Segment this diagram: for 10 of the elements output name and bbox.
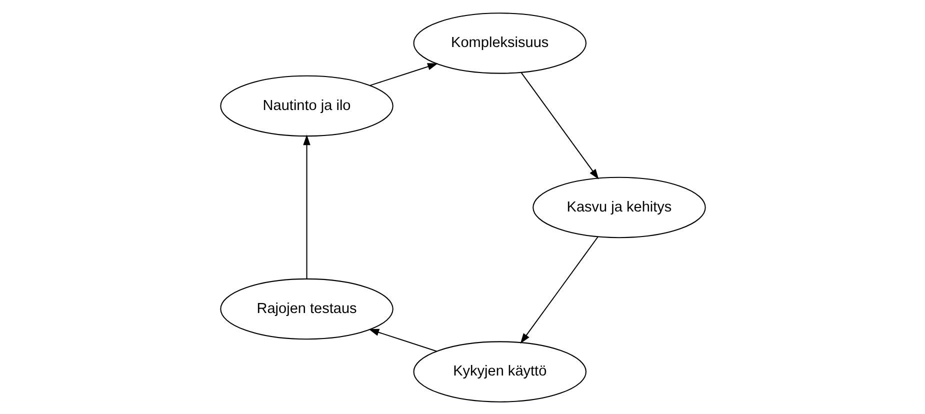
arrow <box>369 62 438 86</box>
arrow <box>520 236 598 344</box>
node-ellipse: Nautinto ja ilo <box>220 74 393 136</box>
arrow <box>302 134 310 278</box>
arrow <box>368 328 436 352</box>
node-ellipse: Kasvu ja kehitys <box>532 176 706 238</box>
arrow <box>520 72 598 179</box>
node-ellipse: Rajojen testaus <box>220 278 393 340</box>
node-ellipse: Kompleksisuus <box>412 12 586 74</box>
node-ellipse: Kykyjen käyttö <box>412 340 586 402</box>
